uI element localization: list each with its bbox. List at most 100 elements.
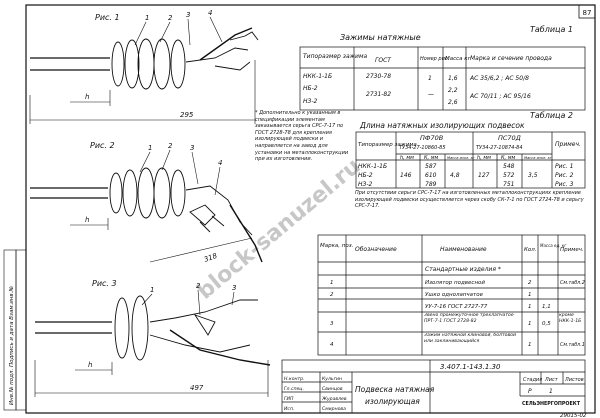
- page-number-box: [578, 4, 596, 19]
- page-number: 87: [583, 9, 592, 17]
- svg-text:127: 127: [478, 172, 490, 179]
- figure-2: Рис. 2 1 2 3 4 h 318: [30, 141, 263, 264]
- table-1: Таблица 1 Зажимы натяжные Типоразмер заж…: [299, 25, 586, 111]
- svg-text:1: 1: [528, 304, 532, 310]
- svg-text:h: h: [88, 361, 92, 369]
- svg-text:Свинцов: Свинцов: [322, 386, 343, 392]
- svg-text:См.табл.2: См.табл.2: [560, 280, 585, 286]
- svg-text:Масса изол. кг: Масса изол. кг: [524, 156, 552, 160]
- svg-text:789: 789: [425, 181, 437, 188]
- svg-text:К, мм: К, мм: [424, 155, 439, 161]
- spec-row: Зажим натяжной клиновой, болтовой или за…: [424, 333, 516, 344]
- table2-row: НБ-2 610 572 Рис. 2: [358, 172, 574, 179]
- svg-text:h: h: [85, 216, 89, 224]
- svg-text:1: 1: [428, 75, 432, 82]
- svg-text:Масса ед. кг: Масса ед. кг: [540, 243, 567, 248]
- svg-text:318: 318: [203, 252, 219, 264]
- figure-1: Рис. 1 1 2 3 4 h 295: [29, 9, 259, 124]
- svg-text:Кол.: Кол.: [524, 247, 537, 253]
- svg-text:Марка и сечение провода: Марка и сечение провода: [470, 55, 552, 62]
- fig3-label: Рис. 3: [92, 279, 117, 288]
- svg-text:1,1: 1,1: [542, 304, 551, 310]
- svg-text:4: 4: [218, 159, 222, 167]
- svg-text:К, мм: К, мм: [501, 155, 516, 161]
- table1-row: НКК-1-1Б 2730-78 1 1,6 АС 35/6,2 ; АС 50…: [303, 73, 529, 82]
- svg-text:НКК-1-1Б: НКК-1-1Б: [358, 163, 387, 170]
- fig1-label: Рис. 1: [95, 13, 120, 22]
- svg-text:1: 1: [549, 388, 553, 395]
- svg-text:Марка, поз.: Марка, поз.: [320, 243, 354, 249]
- svg-text:3: 3: [186, 11, 190, 19]
- svg-text:2: 2: [528, 280, 532, 286]
- svg-text:Н.контр.: Н.контр.: [284, 376, 305, 382]
- svg-text:См.табл.1: См.табл.1: [560, 342, 585, 348]
- svg-text:3: 3: [330, 321, 334, 327]
- table2-row: НЗ-2 789 751 Рис. 3: [358, 181, 574, 188]
- table1-row: НЗ-2 2,6: [303, 98, 458, 106]
- svg-text:ТУ34-27-10874-84: ТУ34-27-10874-84: [476, 145, 523, 151]
- sheet-title-1: Подвеска натяжная: [355, 385, 435, 394]
- svg-text:2: 2: [330, 292, 334, 298]
- org-name: СЕЛЬЭНЕРГОПРОЕКТ: [522, 401, 581, 407]
- svg-text:4: 4: [208, 9, 212, 17]
- svg-text:НКК-1-1Б: НКК-1-1Б: [303, 73, 332, 80]
- svg-text:Рис. 3: Рис. 3: [555, 181, 574, 188]
- svg-text:4: 4: [330, 342, 334, 348]
- table2-row: НКК-1-1Б 146 587 4,8 127 548 3,5 Рис. 1: [358, 163, 573, 179]
- svg-text:1: 1: [528, 342, 532, 348]
- svg-text:ГИП: ГИП: [284, 396, 294, 402]
- svg-text:Ушко однолапчатое: Ушко однолапчатое: [425, 292, 484, 298]
- svg-text:295: 295: [180, 111, 194, 119]
- svg-text:ПС70Д: ПС70Д: [498, 134, 521, 142]
- svg-text:2: 2: [168, 142, 173, 150]
- table-2: Таблица 2 Длина натяжных изолирующих под…: [355, 111, 586, 189]
- svg-text:610: 610: [425, 172, 437, 179]
- svg-text:3,5: 3,5: [528, 172, 538, 179]
- svg-text:НБ-2: НБ-2: [303, 85, 318, 92]
- svg-text:ПФ70В: ПФ70В: [420, 134, 444, 142]
- svg-text:Журавлев: Журавлев: [321, 396, 347, 402]
- svg-text:ТУ34-27-10860-85: ТУ34-27-10860-85: [399, 145, 446, 151]
- svg-text:1: 1: [150, 286, 154, 294]
- svg-text:НЗ-2: НЗ-2: [303, 98, 318, 105]
- spec-row: 1 Изолятор подвесной 2 См.табл.2: [330, 280, 585, 286]
- svg-text:Исп.: Исп.: [284, 406, 294, 412]
- table1-title: Зажимы натяжные: [340, 33, 421, 42]
- figure-3: Рис. 3 1 2 3 h 497: [34, 279, 271, 397]
- svg-text:587: 587: [425, 163, 437, 170]
- note-block-2: При отсутствии серьги СРС-7-17 на изгото…: [355, 190, 584, 209]
- svg-text:Примеч.: Примеч.: [560, 247, 584, 253]
- svg-text:3: 3: [190, 144, 194, 152]
- svg-text:2: 2: [168, 14, 173, 22]
- svg-text:1: 1: [330, 280, 334, 286]
- spec-table: Марка, поз. Обозначение Наименование Кол…: [317, 234, 586, 356]
- svg-text:3: 3: [232, 284, 236, 292]
- svg-text:4,8: 4,8: [450, 172, 460, 179]
- svg-text:h: h: [85, 93, 89, 101]
- svg-text:НБ-2: НБ-2: [358, 172, 373, 179]
- svg-text:0,5: 0,5: [542, 321, 551, 327]
- svg-text:Изолятор подвесной: Изолятор подвесной: [425, 280, 485, 286]
- fig2-label: Рис. 2: [90, 141, 115, 150]
- svg-text:h, мм: h, мм: [477, 155, 491, 161]
- svg-text:Наименование: Наименование: [440, 246, 487, 253]
- table2-title: Длина натяжных изолирующих подвесок: [359, 121, 525, 130]
- svg-text:ГОСТ: ГОСТ: [375, 57, 392, 64]
- svg-text:Масса кг: Масса кг: [445, 56, 471, 62]
- svg-text:Смирнова: Смирнова: [322, 406, 346, 412]
- svg-text:1: 1: [145, 14, 149, 22]
- svg-text:497: 497: [190, 384, 204, 392]
- svg-text:УУ-7-16 ГОСТ 2727-77: УУ-7-16 ГОСТ 2727-77: [425, 304, 488, 310]
- table1-row: НБ-2 2731-82 — 2,2 АС 70/11 ; АС 95/16: [303, 85, 531, 100]
- svg-text:Лист: Лист: [544, 377, 559, 383]
- side-stamp: Инв.№ подл. Подпись и дата Взам.инв.№: [3, 249, 27, 411]
- svg-text:2731-82: 2731-82: [366, 91, 391, 98]
- svg-text:1: 1: [528, 321, 532, 327]
- svg-text:Стадия: Стадия: [523, 377, 542, 383]
- svg-text:2,2: 2,2: [448, 87, 458, 94]
- svg-text:Масса изол. кг: Масса изол. кг: [447, 156, 475, 160]
- svg-text:Типоразмер зажима: Типоразмер зажима: [358, 142, 417, 148]
- svg-text:Номер рис.: Номер рис.: [420, 56, 449, 62]
- side-stamp-text: Инв.№ подл. Подпись и дата Взам.инв.№: [9, 286, 15, 405]
